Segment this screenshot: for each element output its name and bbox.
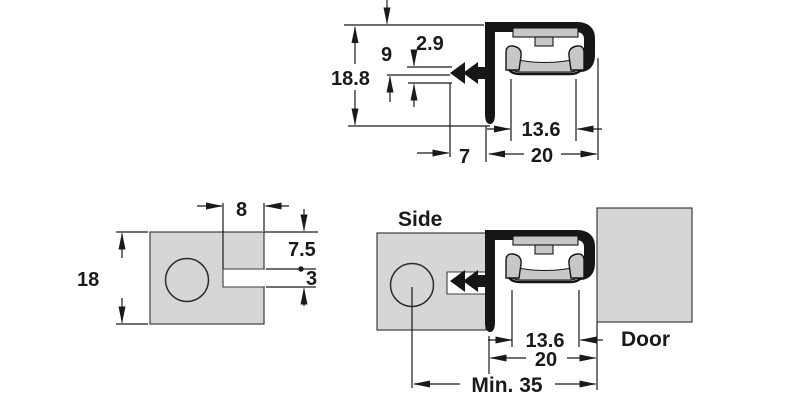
dim-3-dot [298, 266, 304, 272]
dim-20-label: 20 [535, 349, 557, 371]
side-label: Side [398, 208, 442, 231]
drill-hole [164, 257, 210, 303]
dim-18-label: 18 [77, 269, 99, 291]
dim-7-5-label: 7.5 [288, 239, 316, 261]
dim-13-6-label: 13.6 [522, 119, 561, 141]
dim-9-label: 9 [381, 44, 392, 66]
dim-2-9-label: 2.9 [416, 33, 444, 55]
dim-18-8-label: 18.8 [331, 68, 370, 90]
plate-slot [222, 268, 265, 288]
dim-20-label: 20 [531, 145, 553, 167]
profile-detail-view: 18.8 9 2.9 7 13.6 20 [331, 0, 602, 168]
door-label: Door [621, 328, 670, 351]
dim-3-label: 3 [306, 268, 317, 290]
dim-min-35-label: Min. 35 [471, 374, 543, 397]
dim-8-label: 8 [236, 199, 247, 221]
side-panel-plate-view: 8 7.5 3 18 [77, 199, 318, 325]
dim-13-6-label: 13.6 [526, 330, 565, 352]
aluminum-profile-cross-section [448, 20, 597, 126]
dim-7-label: 7 [459, 146, 470, 168]
door-panel [596, 207, 693, 323]
installation-view: Side Door 13.6 20 Min. 35 [376, 207, 693, 397]
